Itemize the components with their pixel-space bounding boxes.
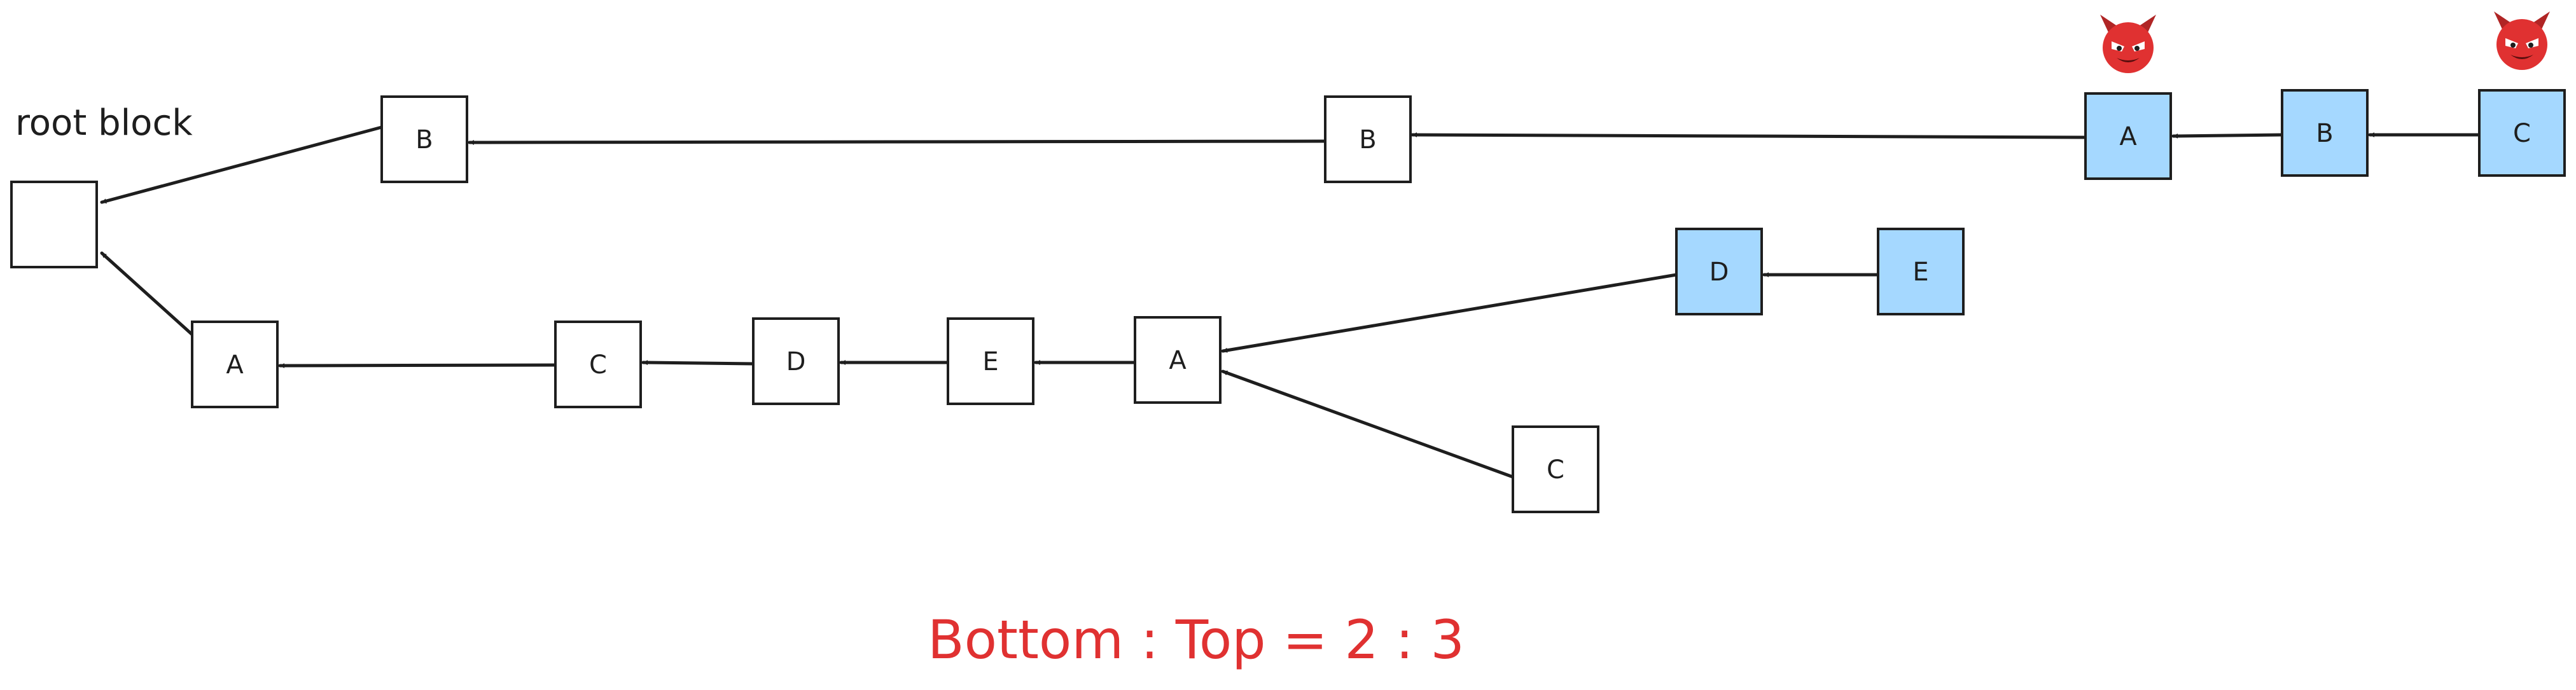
block-box-root — [10, 181, 98, 268]
block-label-bot-a1: A — [226, 350, 244, 380]
block-label-bot-e2: E — [1912, 258, 1928, 287]
block-label-top-a: A — [2119, 122, 2137, 151]
devil-icon-top-a — [2100, 15, 2156, 73]
block-bot-c1: C — [554, 321, 642, 408]
arrow-bot-c2-to-bot-a2 — [1221, 369, 1515, 479]
block-box-top-a — [2084, 92, 2172, 180]
blocks-layer: B B A B C A C D E A D E C — [10, 11, 2566, 513]
block-top-a: A — [2084, 92, 2172, 180]
block-label-bot-c2: C — [1547, 455, 1564, 485]
arrow-top-b2-to-top-b1 — [468, 139, 1327, 145]
arrow-top-b1-to-root — [100, 125, 384, 204]
arrow-bot-d2-to-bot-a2 — [1221, 273, 1678, 353]
block-top-b2: B — [1324, 95, 1412, 183]
block-box-bot-c1 — [554, 321, 642, 408]
block-box-bot-e2 — [1877, 228, 1965, 315]
block-box-top-b3 — [2281, 89, 2369, 177]
arrow-top-b3-to-top-a — [2171, 133, 2284, 139]
block-bot-e1: E — [947, 317, 1034, 405]
block-box-bot-c2 — [1512, 425, 1599, 513]
block-bot-a1: A — [191, 321, 279, 408]
block-bot-e2: E — [1877, 228, 1965, 315]
arrow-top-a-to-top-b2 — [1410, 132, 2087, 139]
block-box-top-b1 — [380, 95, 468, 183]
block-box-bot-a2 — [1134, 316, 1222, 404]
block-bot-a2: A — [1134, 316, 1222, 404]
block-box-bot-e1 — [947, 317, 1034, 405]
block-label-top-c: C — [2513, 119, 2531, 148]
block-top-b3: B — [2281, 89, 2369, 177]
block-box-bot-d1 — [752, 317, 840, 405]
block-box-bot-a1 — [191, 321, 279, 408]
edges-layer — [100, 125, 2481, 479]
ratio-text: Bottom : Top = 2 : 3 — [928, 609, 1465, 671]
block-box-top-b2 — [1324, 95, 1412, 183]
block-label-bot-c1: C — [589, 350, 607, 380]
block-label-top-b3: B — [2316, 119, 2333, 148]
arrow-bot-c1-to-bot-a1 — [278, 362, 557, 368]
block-bot-c2: C — [1512, 425, 1599, 513]
block-top-b1: B — [380, 95, 468, 183]
block-bot-d2: D — [1675, 228, 1763, 315]
root-block-label: root block — [15, 102, 193, 144]
block-bot-d1: D — [752, 317, 840, 405]
block-root — [10, 181, 98, 268]
arrow-bot-a1-to-root — [100, 251, 194, 336]
devil-icon-top-c — [2494, 11, 2550, 70]
block-label-bot-d1: D — [786, 347, 806, 376]
block-label-top-b2: B — [1359, 125, 1376, 155]
block-label-bot-d2: D — [1709, 258, 1729, 287]
block-label-bot-a2: A — [1169, 346, 1187, 375]
block-label-bot-e1: E — [982, 347, 998, 376]
block-box-bot-d2 — [1675, 228, 1763, 315]
block-top-c: C — [2478, 89, 2566, 177]
arrow-bot-d1-to-bot-c1 — [641, 360, 755, 366]
block-label-top-b1: B — [415, 125, 433, 155]
block-box-top-c — [2478, 89, 2566, 177]
